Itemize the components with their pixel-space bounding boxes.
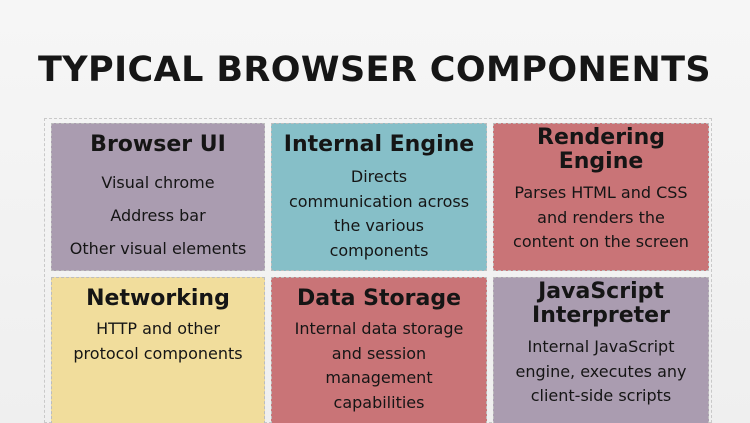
- card-body: Visual chrome Address bar Other visual e…: [52, 166, 264, 265]
- card-heading: Data Storage: [272, 287, 486, 311]
- card-body: HTTP and other protocol components: [52, 317, 264, 366]
- card-text-line: engine, executes any: [515, 361, 687, 381]
- card-javascript-interpreter: JavaScript Interpreter Internal JavaScri…: [493, 277, 709, 423]
- components-grid: Browser UI Visual chrome Address bar Oth…: [44, 118, 712, 423]
- card-body: Directs communication across the various…: [272, 165, 486, 263]
- card-text-line: and session: [331, 343, 427, 363]
- card-networking: Networking HTTP and other protocol compo…: [51, 277, 265, 423]
- card-text-line: Internal data storage: [294, 319, 464, 338]
- card-internal-engine: Internal Engine Directs communication ac…: [271, 123, 487, 271]
- card-heading-line: Browser UI: [90, 132, 226, 157]
- card-heading-line: Interpreter: [532, 303, 670, 328]
- card-rendering-engine: Rendering Engine Parses HTML and CSS and…: [493, 123, 709, 271]
- card-text-line: HTTP and other: [96, 319, 220, 338]
- card-text-line: Visual chrome: [101, 173, 215, 192]
- card-data-storage: Data Storage Internal data storage and s…: [271, 277, 487, 423]
- card-browser-ui: Browser UI Visual chrome Address bar Oth…: [51, 123, 265, 271]
- card-heading-line: Networking: [86, 286, 230, 311]
- card-heading: Internal Engine: [272, 133, 486, 157]
- card-text-line: and renders the: [537, 207, 665, 227]
- card-heading-line: Internal Engine: [283, 132, 475, 157]
- card-heading: JavaScript Interpreter: [494, 280, 708, 328]
- card-heading-line: JavaScript: [538, 279, 664, 304]
- card-heading: Rendering Engine: [494, 126, 708, 174]
- card-heading-line: Rendering: [537, 125, 665, 150]
- card-text-line: Other visual elements: [69, 239, 247, 258]
- card-text-line: management: [325, 368, 433, 387]
- card-text-line: protocol components: [73, 343, 243, 363]
- card-heading-line: Data Storage: [297, 286, 461, 311]
- card-text-line: Address bar: [110, 206, 206, 225]
- card-heading: Networking: [52, 287, 264, 311]
- card-text-line: Internal JavaScript: [527, 337, 675, 356]
- card-text-line: the various: [334, 216, 424, 235]
- card-text-line: client-side scripts: [530, 386, 672, 405]
- card-text-line: communication across: [288, 191, 470, 211]
- card-text-line: components: [329, 240, 429, 260]
- card-text-line: capabilities: [333, 392, 425, 412]
- card-heading: Browser UI: [52, 133, 264, 157]
- card-text-line: content on the screen: [513, 232, 689, 251]
- card-body: Internal data storage and session manage…: [272, 317, 486, 415]
- card-text-line: Parses HTML and CSS: [514, 183, 688, 202]
- card-text-line: Directs: [350, 167, 408, 186]
- slide-title: TYPICAL BROWSER COMPONENTS: [38, 50, 712, 90]
- card-body: Parses HTML and CSS and renders the cont…: [494, 181, 708, 255]
- card-body: Internal JavaScript engine, executes any…: [494, 335, 708, 409]
- card-heading-line: Engine: [558, 149, 644, 174]
